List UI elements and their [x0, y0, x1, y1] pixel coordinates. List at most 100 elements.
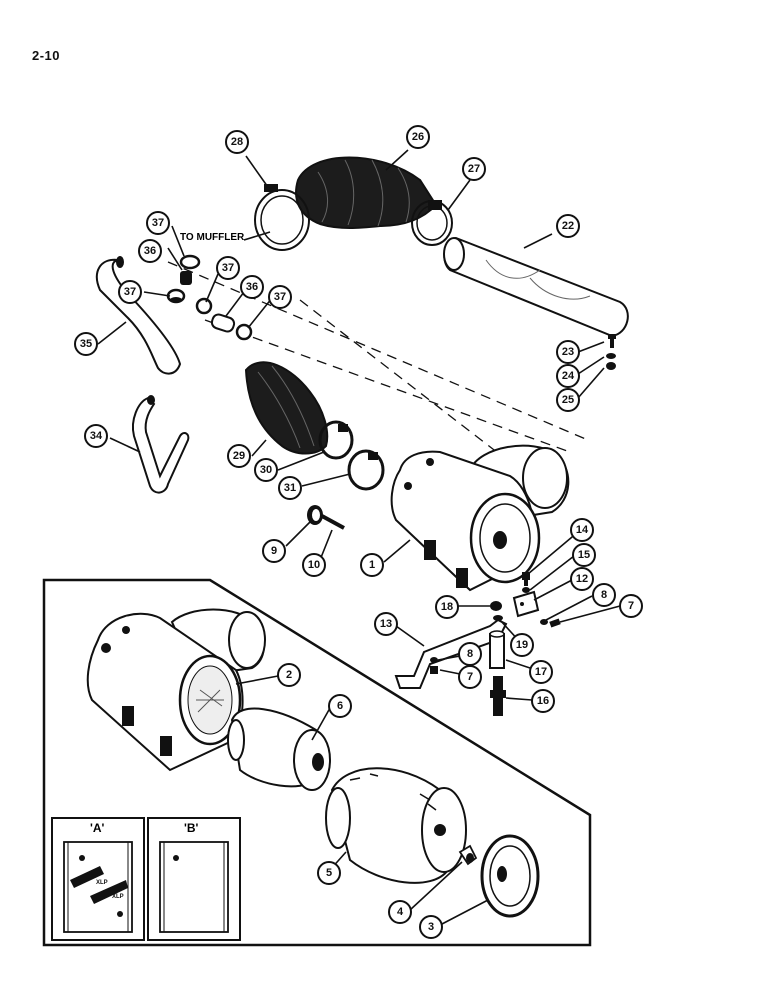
outer-filter-5 — [325, 767, 467, 884]
callout-8b: 8 — [458, 642, 482, 666]
callout-10: 10 — [302, 553, 326, 577]
callout-16: 16 — [531, 689, 555, 713]
svg-text:35: 35 — [80, 338, 92, 350]
leader-lines — [97, 149, 621, 925]
svg-text:31: 31 — [284, 482, 296, 494]
callout-37c: 37 — [216, 256, 240, 280]
bolt-14 — [522, 572, 530, 586]
callout-5: 5 — [317, 861, 341, 885]
callout-15: 15 — [572, 543, 596, 567]
callout-12: 12 — [570, 567, 594, 591]
hose-clamp-30 — [318, 420, 354, 460]
support-bracket-13 — [394, 618, 508, 689]
callout-7b: 7 — [458, 665, 482, 689]
svg-text:26: 26 — [412, 131, 424, 143]
wing-nut-4 — [458, 844, 478, 866]
callout-36b: 36 — [240, 275, 264, 299]
callout-30: 30 — [254, 458, 278, 482]
washer-8b — [430, 657, 438, 663]
assembly-lines — [167, 261, 589, 471]
hose-36b — [210, 313, 236, 333]
callout-13: 13 — [374, 612, 398, 636]
air-cleaner-assembly — [390, 444, 570, 592]
callout-17: 17 — [529, 660, 553, 684]
adapter-10 — [321, 514, 345, 530]
svg-text:3: 3 — [428, 921, 434, 933]
washer-24 — [606, 353, 616, 359]
hose-clamp-37a — [179, 254, 201, 270]
callout-31: 31 — [278, 476, 302, 500]
callout-29: 29 — [227, 444, 251, 468]
svg-text:24: 24 — [562, 370, 575, 382]
callout-8a: 8 — [592, 583, 616, 607]
hose-clamp-37d — [235, 323, 253, 341]
detail-a-box — [51, 817, 145, 941]
svg-text:23: 23 — [562, 346, 574, 358]
svg-text:15: 15 — [578, 549, 590, 561]
callout-35: 35 — [74, 332, 98, 356]
svg-text:18: 18 — [441, 601, 453, 613]
svg-text:12: 12 — [576, 573, 588, 585]
inset-panel — [42, 578, 592, 947]
air-cleaner-housing-2 — [86, 608, 266, 772]
svg-text:28: 28 — [231, 136, 243, 148]
bracket-12 — [512, 590, 540, 618]
svg-text:4: 4 — [397, 906, 404, 918]
callout-19: 19 — [510, 633, 534, 657]
svg-text:10: 10 — [308, 559, 320, 571]
detail-a-filter: XLP XLP — [63, 841, 133, 933]
callout-23: 23 — [556, 340, 580, 364]
svg-text:29: 29 — [233, 450, 245, 462]
svg-text:7: 7 — [628, 600, 634, 612]
svg-text:19: 19 — [516, 639, 528, 651]
hose-36a — [180, 271, 192, 285]
nut-18 — [490, 601, 502, 611]
svg-text:36: 36 — [144, 245, 156, 257]
end-cover-3 — [480, 834, 540, 918]
hose-clamp-37b — [166, 288, 186, 304]
svg-text:37: 37 — [222, 262, 234, 274]
stud-16 — [490, 676, 506, 716]
inner-filter-6 — [227, 707, 331, 791]
svg-text:34: 34 — [90, 430, 103, 442]
bolt-7b — [430, 666, 438, 674]
detail-a-xlp-2: XLP — [112, 894, 124, 900]
washer-19 — [493, 615, 503, 621]
svg-text:37: 37 — [124, 286, 136, 298]
svg-text:5: 5 — [326, 867, 332, 879]
to-muffler-label: TO MUFFLER — [180, 232, 245, 243]
bolt-23 — [608, 334, 616, 348]
callout-36a: 36 — [138, 239, 162, 263]
svg-text:25: 25 — [562, 394, 574, 406]
callout-27: 27 — [462, 157, 486, 181]
hose-clamp-31 — [347, 449, 385, 491]
svg-text:22: 22 — [562, 220, 574, 232]
hose-clamp-27 — [411, 200, 453, 246]
svg-text:37: 37 — [152, 217, 164, 229]
detail-b-filter — [159, 841, 229, 933]
svg-text:27: 27 — [468, 163, 480, 175]
svg-text:2: 2 — [286, 669, 292, 681]
restriction-indicator-9 — [307, 505, 323, 525]
svg-text:36: 36 — [246, 281, 258, 293]
callout-37b: 37 — [118, 280, 142, 304]
callout-24: 24 — [556, 364, 580, 388]
callout-4: 4 — [388, 900, 412, 924]
callout-2: 2 — [277, 663, 301, 687]
detail-a-label: 'A' — [90, 821, 105, 835]
intake-duct — [443, 236, 629, 338]
callout-18: 18 — [435, 595, 459, 619]
washer-15 — [522, 587, 530, 593]
callout-25: 25 — [556, 388, 580, 412]
callout-37a: 37 — [146, 211, 170, 235]
callout-1: 1 — [360, 553, 384, 577]
callout-9: 9 — [262, 539, 286, 563]
detail-b-label: 'B' — [184, 821, 199, 835]
spacer-17 — [489, 630, 505, 669]
nut-25 — [606, 362, 616, 370]
detail-b-box — [147, 817, 241, 941]
callout-22: 22 — [556, 214, 580, 238]
page-number: 2-10 — [32, 48, 61, 63]
svg-text:30: 30 — [260, 464, 272, 476]
